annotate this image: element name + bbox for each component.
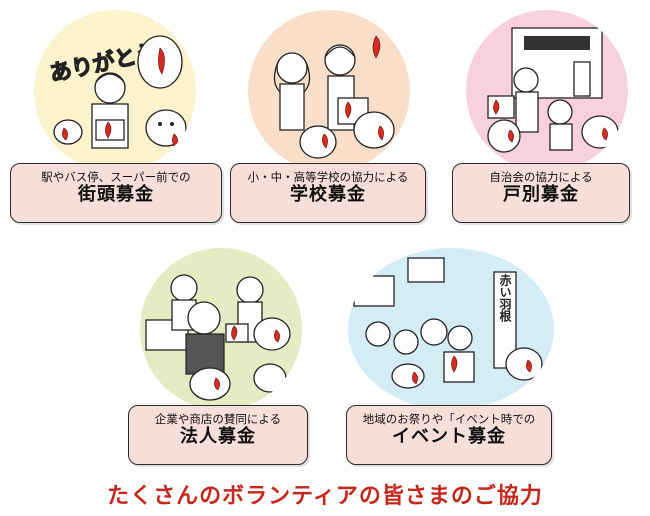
corporate-donation-subtitle: 企業や商店の賛同による [154,412,282,426]
street-donation-subtitle: 駅やバス停、スーパー前での [41,170,191,184]
household-donation-title: 戸別募金 [503,184,579,205]
event-donation-illustration: 赤い羽根 [348,248,554,410]
school-donation-illustration [248,10,410,172]
event-donation-subtitle: 地域のお祭りや「イベント時での [362,412,536,426]
school-donation-label: 小・中・高等学校の協力による 学校募金 [230,163,426,223]
corporate-donation-title: 法人募金 [180,426,256,447]
street-donation-illustration: ありがとう [34,10,196,172]
school-donation-subtitle: 小・中・高等学校の協力による [247,170,409,184]
school-donation-title: 学校募金 [290,184,366,205]
street-donation-title: 街頭募金 [78,184,154,205]
volunteer-thanks-heading: たくさんのボランティアの皆さまのご協力 [107,484,543,509]
household-donation-subtitle: 自治会の協力による [489,170,593,184]
corporate-donation-label: 企業や商店の賛同による 法人募金 [128,405,308,465]
household-donation-label: 自治会の協力による 戸別募金 [452,163,630,223]
event-donation-label: 地域のお祭りや「イベント時での イベント募金 [346,405,552,465]
corporate-donation-illustration [140,248,302,410]
street-donation-label: 駅やバス停、スーパー前での 街頭募金 [10,163,222,223]
red-feather-sign-text: 赤い羽根 [498,273,512,323]
household-donation-illustration [466,10,628,172]
event-donation-title: イベント募金 [392,426,506,447]
